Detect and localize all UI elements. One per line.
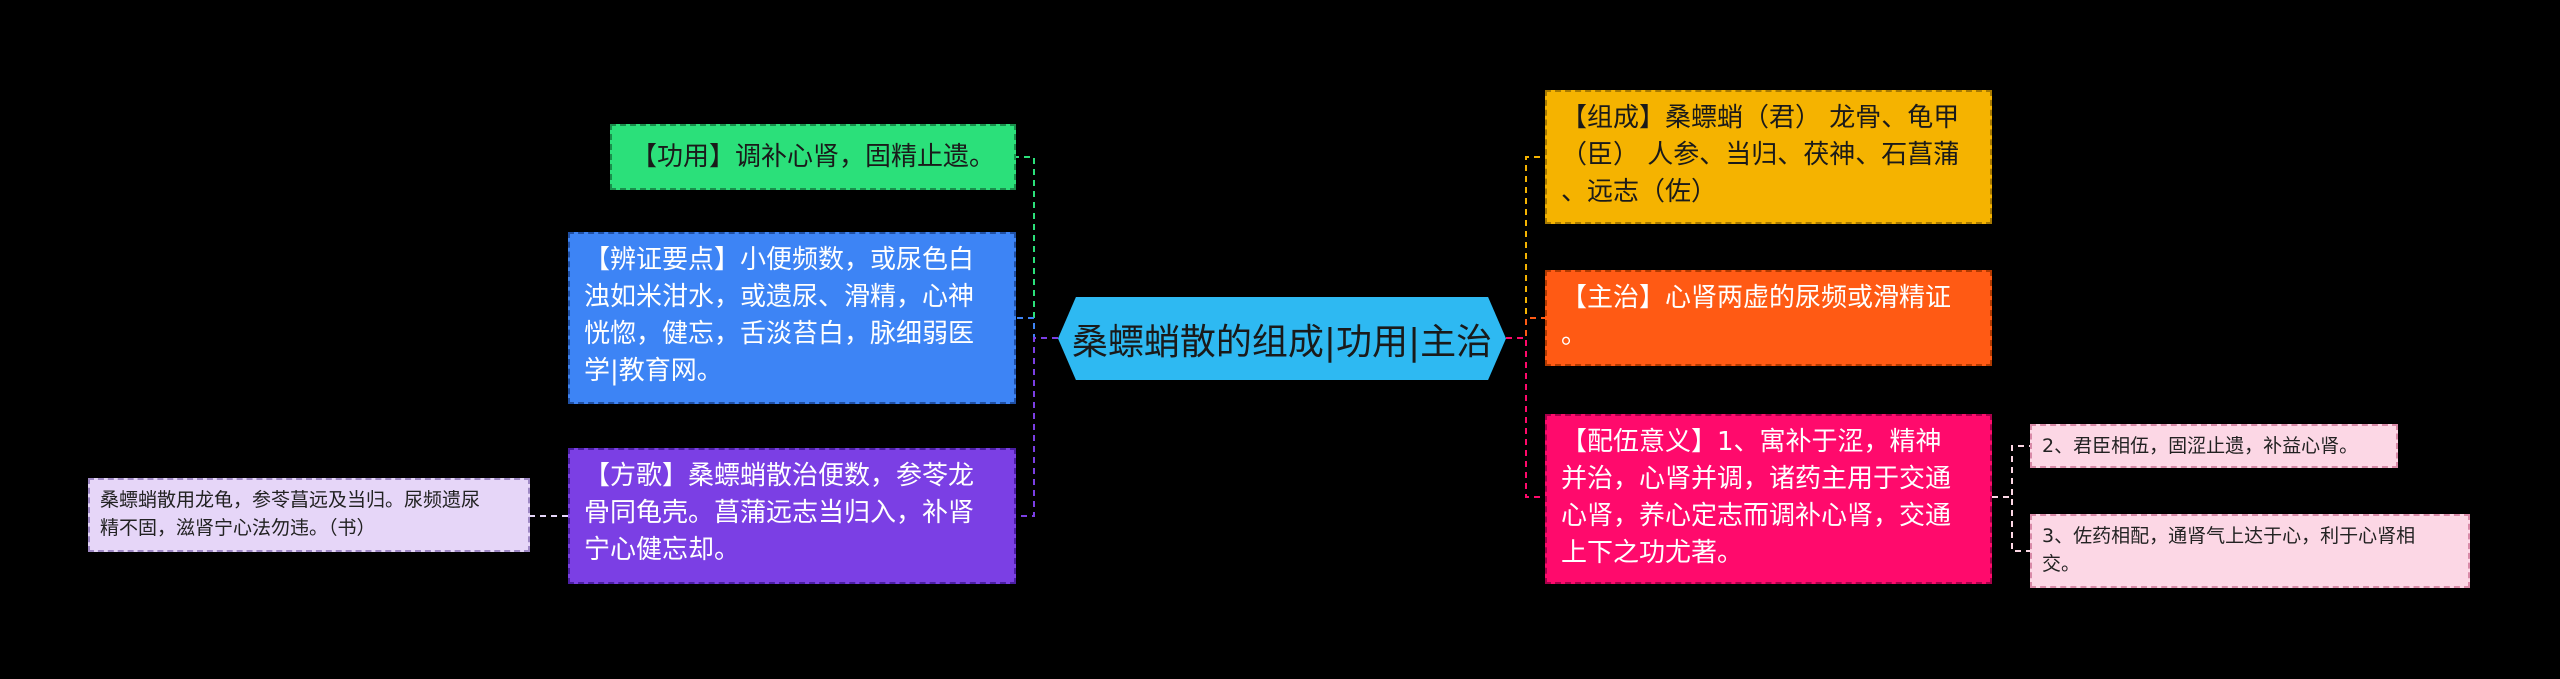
node-zhuzhi-line: 【主治】心肾两虚的尿频或滑精证 — [1561, 283, 1952, 313]
node-zucheng-line: 、远志（佐） — [1561, 177, 1718, 207]
link-peiwu-child2 — [1992, 496, 2030, 552]
central-topic[interactable]: 桑螵蛸散的组成|功用|主治 — [1058, 297, 1506, 380]
node-zucheng-line: 【组成】桑螵蛸（君） 龙骨、龟甲 — [1561, 103, 1960, 133]
node-gongyong-text: 【功用】调补心肾，固精止遗。 — [630, 141, 995, 172]
node-fangge-child-line: 精不固，滋肾宁心法勿违。（书） — [100, 517, 376, 539]
link-peiwu-child1 — [1992, 445, 2030, 498]
node-gongyong[interactable]: 【功用】调补心肾，固精止遗。 — [610, 124, 1016, 190]
node-fangge-child[interactable]: 桑螵蛸散用龙龟，参苓菖远及当归。尿频遗尿 精不固，滋肾宁心法勿违。（书） — [88, 478, 530, 552]
node-bianzheng-line: 【辨证要点】小便频数，或尿色白 — [584, 245, 975, 275]
node-peiwu-child-2-line: 3、佐药相配，通肾气上达于心，利于心肾相 — [2042, 525, 2416, 547]
node-fangge-line: 骨同龟壳。菖蒲远志当归入，补肾 — [584, 498, 975, 528]
node-peiwu-line: 并治，心肾并调，诸药主用于交通 — [1561, 464, 1952, 494]
central-topic-title: 桑螵蛸散的组成|功用|主治 — [1071, 321, 1493, 363]
link-center-peiwu — [1506, 337, 1545, 498]
node-fangge-line: 宁心健忘却。 — [584, 535, 741, 565]
node-peiwu-child-2-line: 交。 — [2042, 553, 2081, 575]
node-peiwu-child-2[interactable]: 3、佐药相配，通肾气上达于心，利于心肾相 交。 — [2030, 514, 2470, 588]
node-fangge-child-line: 桑螵蛸散用龙龟，参苓菖远及当归。尿频遗尿 — [100, 489, 481, 511]
link-center-gongyong — [1016, 156, 1058, 339]
link-center-zhuzhi — [1506, 317, 1545, 339]
link-center-zucheng — [1506, 156, 1545, 339]
link-center-fangge — [1016, 337, 1058, 517]
node-bianzheng[interactable]: 【辨证要点】小便频数，或尿色白 浊如米泔水，或遗尿、滑精，心神 恍惚，健忘，舌淡… — [568, 232, 1016, 404]
node-fangge-line: 【方歌】桑螵蛸散治便数，参苓龙 — [584, 461, 975, 491]
node-peiwu-line: 上下之功尤著。 — [1561, 538, 1744, 568]
node-fangge[interactable]: 【方歌】桑螵蛸散治便数，参苓龙 骨同龟壳。菖蒲远志当归入，补肾 宁心健忘却。 — [568, 448, 1016, 584]
node-peiwu-line: 心肾，养心定志而调补心肾，交通 — [1561, 501, 1952, 531]
link-center-bianzheng — [1016, 317, 1058, 339]
node-peiwu-child-1-line: 2、君臣相伍，固涩止遗，补益心肾。 — [2042, 435, 2359, 457]
node-zucheng[interactable]: 【组成】桑螵蛸（君） 龙骨、龟甲 （臣） 人参、当归、茯神、石菖蒲 、远志（佐） — [1545, 90, 1992, 224]
node-bianzheng-line: 浊如米泔水，或遗尿、滑精，心神 — [584, 282, 975, 312]
node-zucheng-line: （臣） 人参、当归、茯神、石菖蒲 — [1561, 140, 1960, 170]
node-zhuzhi[interactable]: 【主治】心肾两虚的尿频或滑精证 。 — [1545, 270, 1992, 366]
node-peiwu-child-1[interactable]: 2、君臣相伍，固涩止遗，补益心肾。 — [2030, 424, 2398, 468]
node-peiwu-line: 【配伍意义】1、寓补于涩，精神 — [1561, 427, 1942, 457]
node-zhuzhi-line: 。 — [1561, 320, 1588, 350]
node-bianzheng-line: 恍惚，健忘，舌淡苔白，脉细弱医 — [584, 319, 975, 349]
node-bianzheng-line: 学|教育网。 — [584, 356, 723, 386]
node-peiwu[interactable]: 【配伍意义】1、寓补于涩，精神 并治，心肾并调，诸药主用于交通 心肾，养心定志而… — [1545, 414, 1992, 584]
